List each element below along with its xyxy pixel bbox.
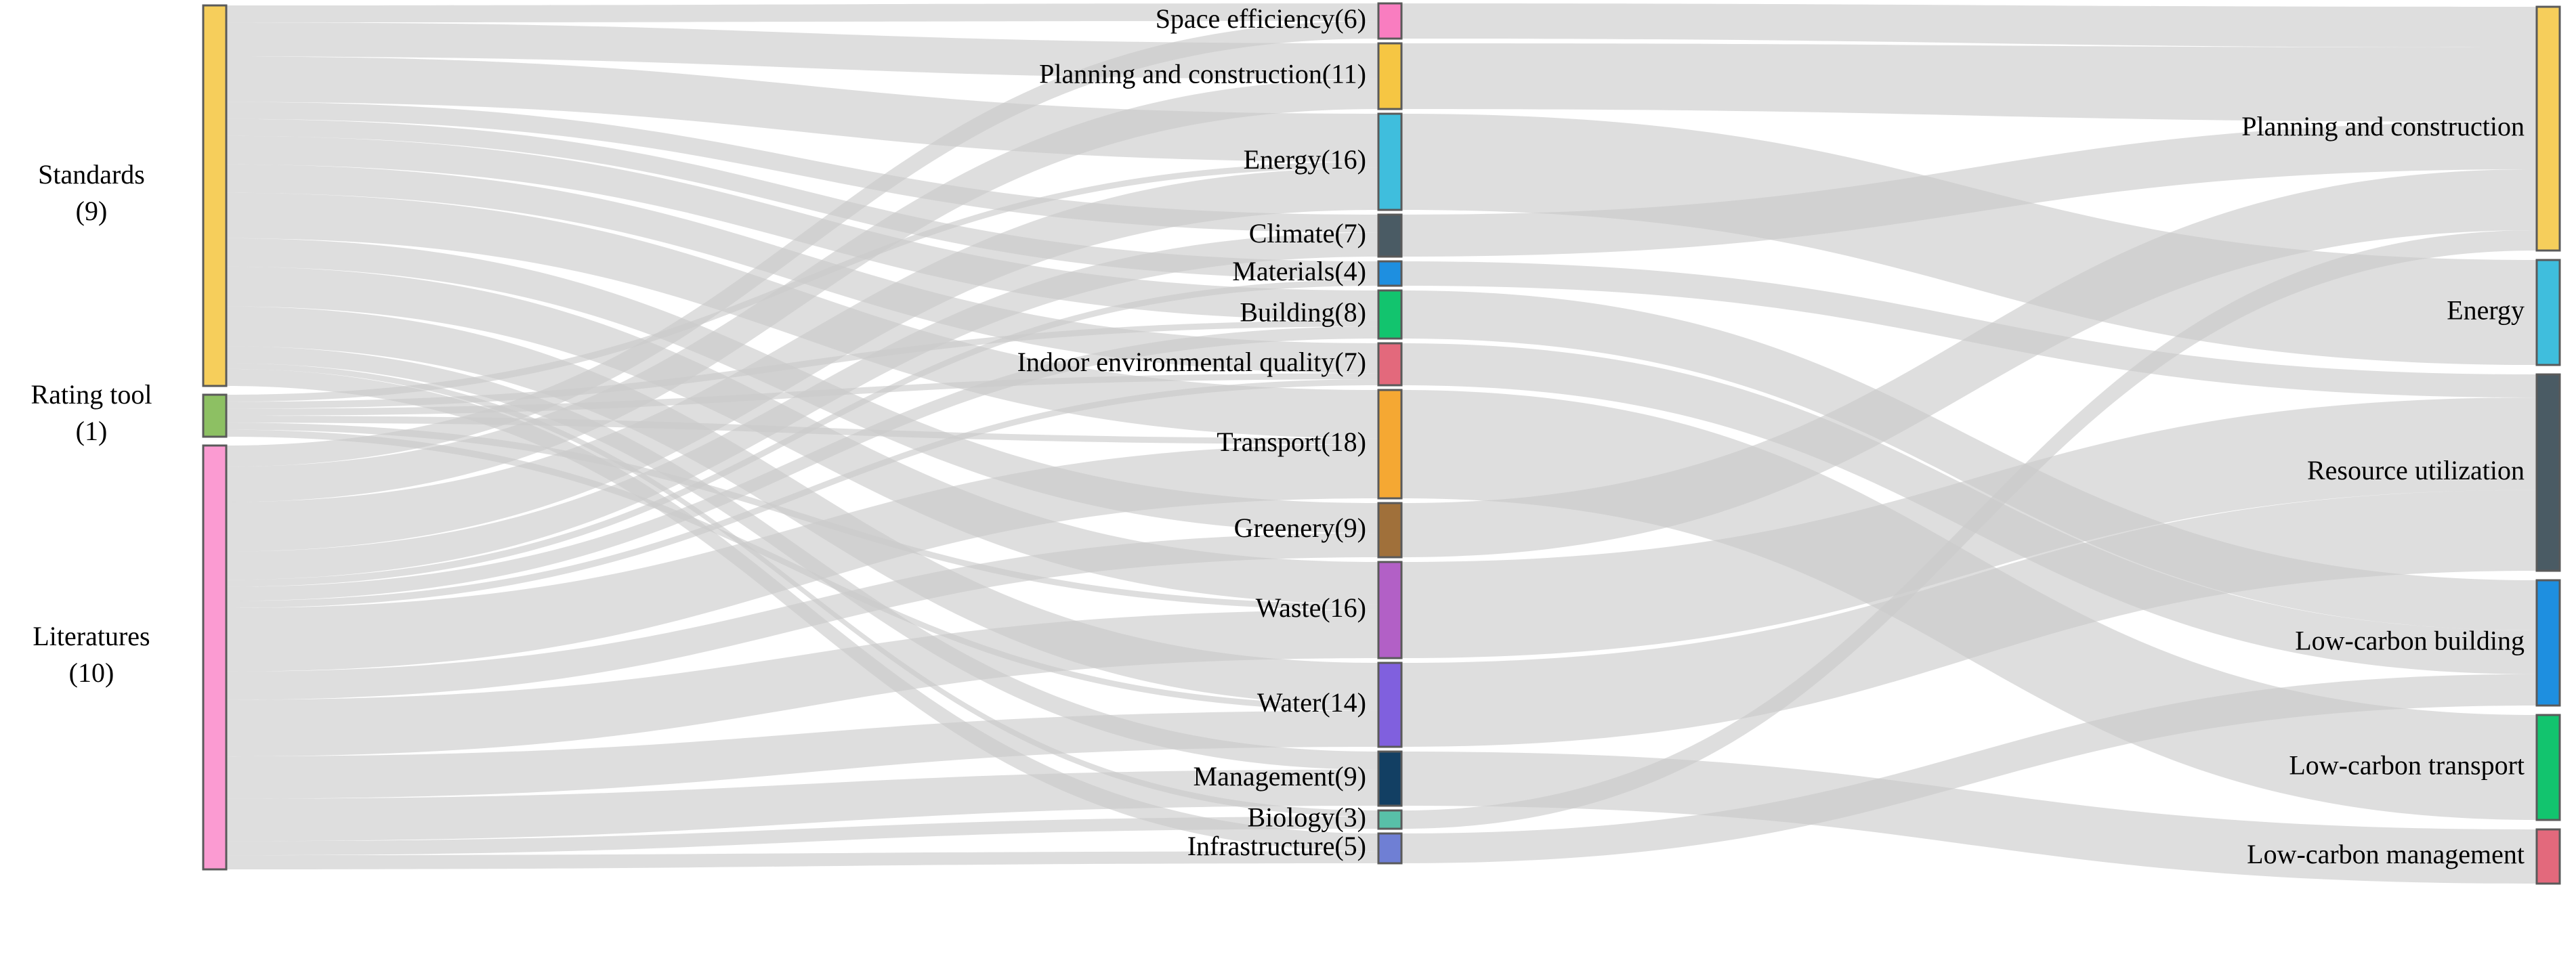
theme-node-lctransport_r[interactable] (2535, 714, 2561, 821)
sankey-link[interactable] (1401, 290, 2537, 630)
category-node-group (1377, 2, 1403, 865)
sankey-link[interactable] (226, 610, 1378, 757)
category-node-label-energy_mid: Energy(16) (1244, 144, 1366, 175)
category-node-label-water: Water(14) (1257, 687, 1366, 718)
sankey-link[interactable] (226, 769, 1378, 842)
sankey-link[interactable] (226, 79, 1378, 502)
source-node-literatures[interactable] (202, 444, 228, 871)
theme-node-label-lcbuilding_r: Low-carbon building (2295, 626, 2525, 656)
category-node-infrastructure[interactable] (1377, 832, 1403, 865)
source-node-rating_tool[interactable] (202, 393, 228, 438)
sankey-link[interactable] (1401, 490, 2537, 747)
theme-node-lcbuilding_r[interactable] (2535, 579, 2561, 707)
sankey-link[interactable] (1401, 43, 2537, 122)
theme-node-lcmanagement_r[interactable] (2535, 828, 2561, 885)
sankey-link[interactable] (226, 533, 1378, 700)
sankey-link[interactable] (1401, 674, 2537, 863)
sankey-link[interactable] (226, 851, 1378, 869)
category-node-water[interactable] (1377, 662, 1403, 748)
category-node-label-space_efficiency: Space efficiency(6) (1156, 3, 1366, 34)
category-node-label-indoor_env: Indoor environmental quality(7) (1017, 347, 1366, 377)
category-node-label-materials: Materials(4) (1232, 256, 1366, 286)
category-node-materials[interactable] (1377, 260, 1403, 287)
category-node-climate[interactable] (1377, 213, 1403, 258)
sankey-link[interactable] (1401, 261, 2537, 398)
category-node-label-climate: Climate(7) (1249, 218, 1366, 248)
sankey-link[interactable] (226, 817, 1378, 856)
theme-node-resource_r[interactable] (2535, 373, 2561, 572)
sankey-link[interactable] (226, 102, 1378, 233)
theme-node-label-energy_r: Energy (2447, 295, 2525, 326)
category-node-indoor_env[interactable] (1377, 342, 1403, 387)
category-node-building[interactable] (1377, 289, 1403, 340)
node-label-group: Standards(9) Rating tool(1) Literatures(10… (31, 3, 2525, 869)
sankey-link[interactable] (226, 3, 1378, 23)
category-node-label-building: Building(8) (1240, 297, 1366, 328)
source-node-group (202, 4, 228, 871)
sankey-link[interactable] (1401, 3, 2537, 47)
category-node-space_efficiency[interactable] (1377, 2, 1403, 40)
category-node-management_mid[interactable] (1377, 750, 1403, 807)
sankey-link[interactable] (226, 238, 1378, 534)
category-node-label-planning_mid: Planning and construction(11) (1039, 59, 1366, 89)
theme-node-group (2535, 5, 2561, 885)
sankey-link[interactable] (226, 422, 1378, 610)
source-node-label-standards: Standards(9) (38, 159, 145, 226)
category-node-label-biology: Biology(3) (1247, 802, 1366, 833)
source-node-label-rating_tool: Rating tool(1) (31, 379, 152, 446)
category-node-label-greenery: Greenery(9) (1234, 513, 1366, 543)
sankey-link[interactable] (1401, 752, 2537, 884)
source-node-standards[interactable] (202, 4, 228, 387)
sankey-link[interactable] (226, 167, 1378, 552)
theme-node-label-planning_r: Planning and construction (2241, 111, 2525, 142)
category-node-biology[interactable] (1377, 809, 1403, 830)
links-source-to-category (226, 3, 1378, 869)
theme-node-label-resource_r: Resource utilization (2307, 455, 2525, 485)
category-node-waste[interactable] (1377, 561, 1403, 659)
sankey-link[interactable] (226, 444, 1378, 672)
category-node-planning_mid[interactable] (1377, 42, 1403, 110)
sankey-link[interactable] (226, 22, 1378, 79)
source-node-label-literatures: Literatures(10) (33, 621, 150, 688)
sankey-link[interactable] (1401, 122, 2537, 257)
category-node-label-infrastructure: Infrastructure(5) (1187, 831, 1366, 861)
category-node-greenery[interactable] (1377, 502, 1403, 559)
category-node-label-waste: Waste(16) (1256, 592, 1366, 623)
sankey-link[interactable] (226, 710, 1378, 799)
sankey-link[interactable] (226, 379, 1378, 608)
category-node-label-management_mid: Management(9) (1194, 761, 1366, 792)
theme-node-label-lcmanagement_r: Low-carbon management (2247, 839, 2525, 869)
sankey-link[interactable] (226, 164, 1378, 374)
theme-node-energy_r[interactable] (2535, 259, 2561, 366)
sankey-link[interactable] (226, 118, 1378, 280)
category-node-energy_mid[interactable] (1377, 112, 1403, 211)
sankey-link[interactable] (226, 306, 1378, 706)
sankey-link[interactable] (226, 232, 1378, 580)
sankey-link[interactable] (226, 363, 1378, 817)
category-node-label-transport_mid: Transport(18) (1217, 427, 1366, 457)
sankey-link[interactable] (226, 21, 1378, 467)
theme-node-planning_r[interactable] (2535, 5, 2561, 252)
links-category-to-theme (1401, 3, 2537, 884)
sankey-link[interactable] (1401, 230, 2537, 829)
sankey-link[interactable] (226, 326, 1378, 601)
sankey-link[interactable] (226, 280, 1378, 587)
sankey-link[interactable] (226, 192, 1378, 439)
sankey-link[interactable] (1401, 169, 2537, 557)
category-node-transport_mid[interactable] (1377, 389, 1403, 500)
theme-node-label-lctransport_r: Low-carbon transport (2289, 750, 2525, 781)
